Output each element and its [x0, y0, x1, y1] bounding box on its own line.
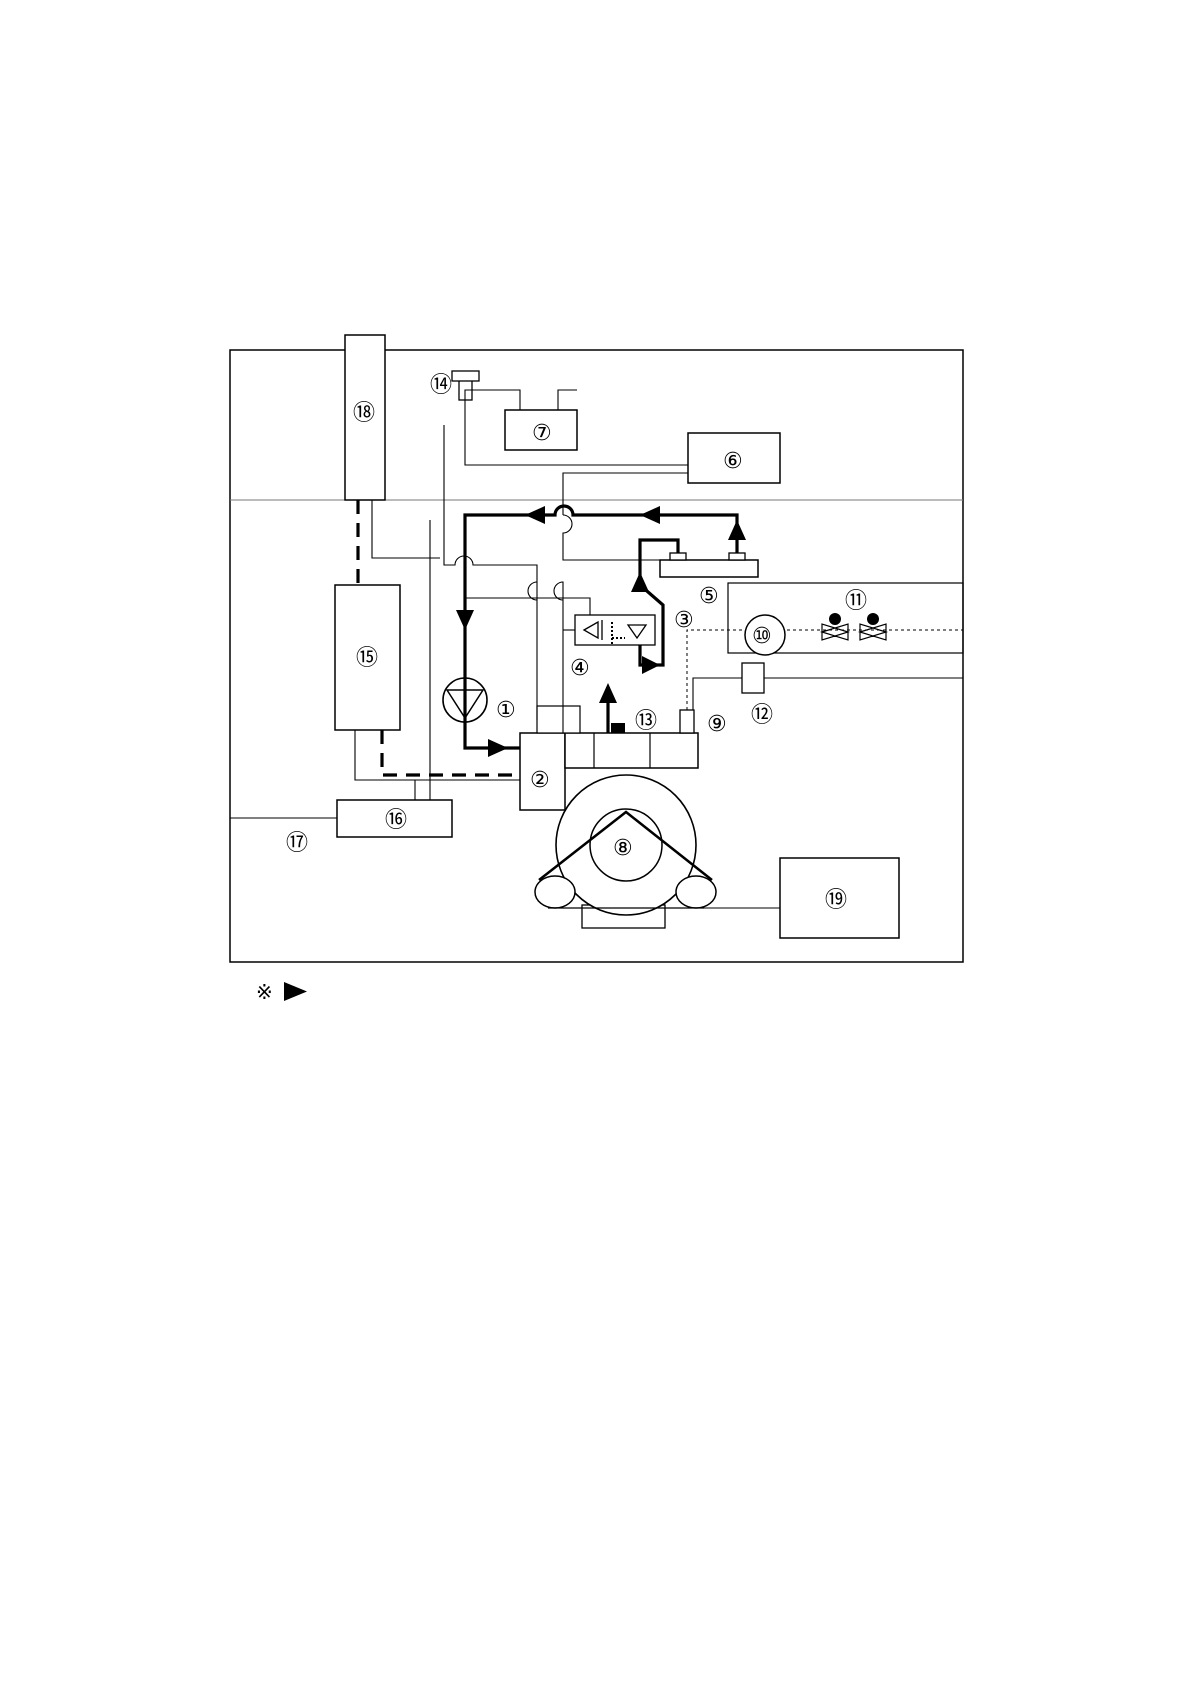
component-5-plate [660, 560, 758, 577]
flow-arrow-down-left [456, 610, 474, 630]
note-arrow-icon [284, 982, 307, 1001]
note-mark: ※ [256, 980, 273, 1004]
pipe-7-out [558, 390, 577, 410]
engine-upper-block [537, 706, 580, 733]
valve-right [860, 613, 886, 640]
pipe-crossover-2 [528, 582, 537, 600]
label-9: ⑨ [707, 712, 727, 737]
pipe-5-top [563, 515, 660, 560]
flow-arrow-up-5 [728, 520, 746, 540]
pipe-12-line [693, 678, 742, 710]
label-12: ⑫ [751, 703, 773, 728]
valve-left [822, 613, 848, 640]
label-7: ⑦ [532, 421, 552, 446]
label-1: ① [496, 698, 516, 723]
label-5: ⑤ [699, 584, 719, 609]
label-8: ⑧ [613, 836, 633, 861]
flow-arrow-up-3 [631, 572, 649, 592]
label-13: ⑬ [635, 709, 657, 734]
label-3: ③ [674, 608, 694, 633]
flow-arrow-top-right [640, 506, 660, 524]
label-16: ⑯ [385, 808, 407, 833]
component-12-box [742, 663, 764, 693]
component-5-port-right [729, 553, 745, 560]
pipe-6-return [563, 473, 688, 515]
label-17: ⑰ [286, 831, 308, 856]
flow-arrow-top-left [525, 506, 545, 524]
label-10: ⑩ [752, 624, 772, 649]
label-15: ⑮ [356, 646, 378, 671]
flow-arrow-to-2 [488, 739, 508, 757]
component-14-cap [452, 371, 479, 381]
flow-arrow-up-13 [599, 683, 617, 703]
engine-block [565, 733, 698, 768]
label-4: ④ [570, 656, 590, 681]
label-19: ⑲ [825, 888, 847, 913]
label-2: ② [530, 768, 550, 793]
pulley-right [676, 876, 716, 908]
component-5-port-left [670, 553, 686, 560]
label-11: ⑪ [845, 589, 867, 614]
pipe-14-7 [465, 390, 520, 410]
pipe-overflow [444, 425, 537, 720]
pipe-bypass-4 [465, 598, 590, 615]
pipe-15-16 [355, 730, 520, 780]
component-13-marker [611, 723, 625, 733]
label-6: ⑥ [723, 449, 743, 474]
label-18: ⑱ [353, 401, 375, 426]
component-9-sensor [680, 710, 694, 733]
flow-arrow-into-4 [642, 656, 660, 674]
label-14: ⑭ [430, 373, 452, 398]
pulley-left [535, 876, 575, 908]
